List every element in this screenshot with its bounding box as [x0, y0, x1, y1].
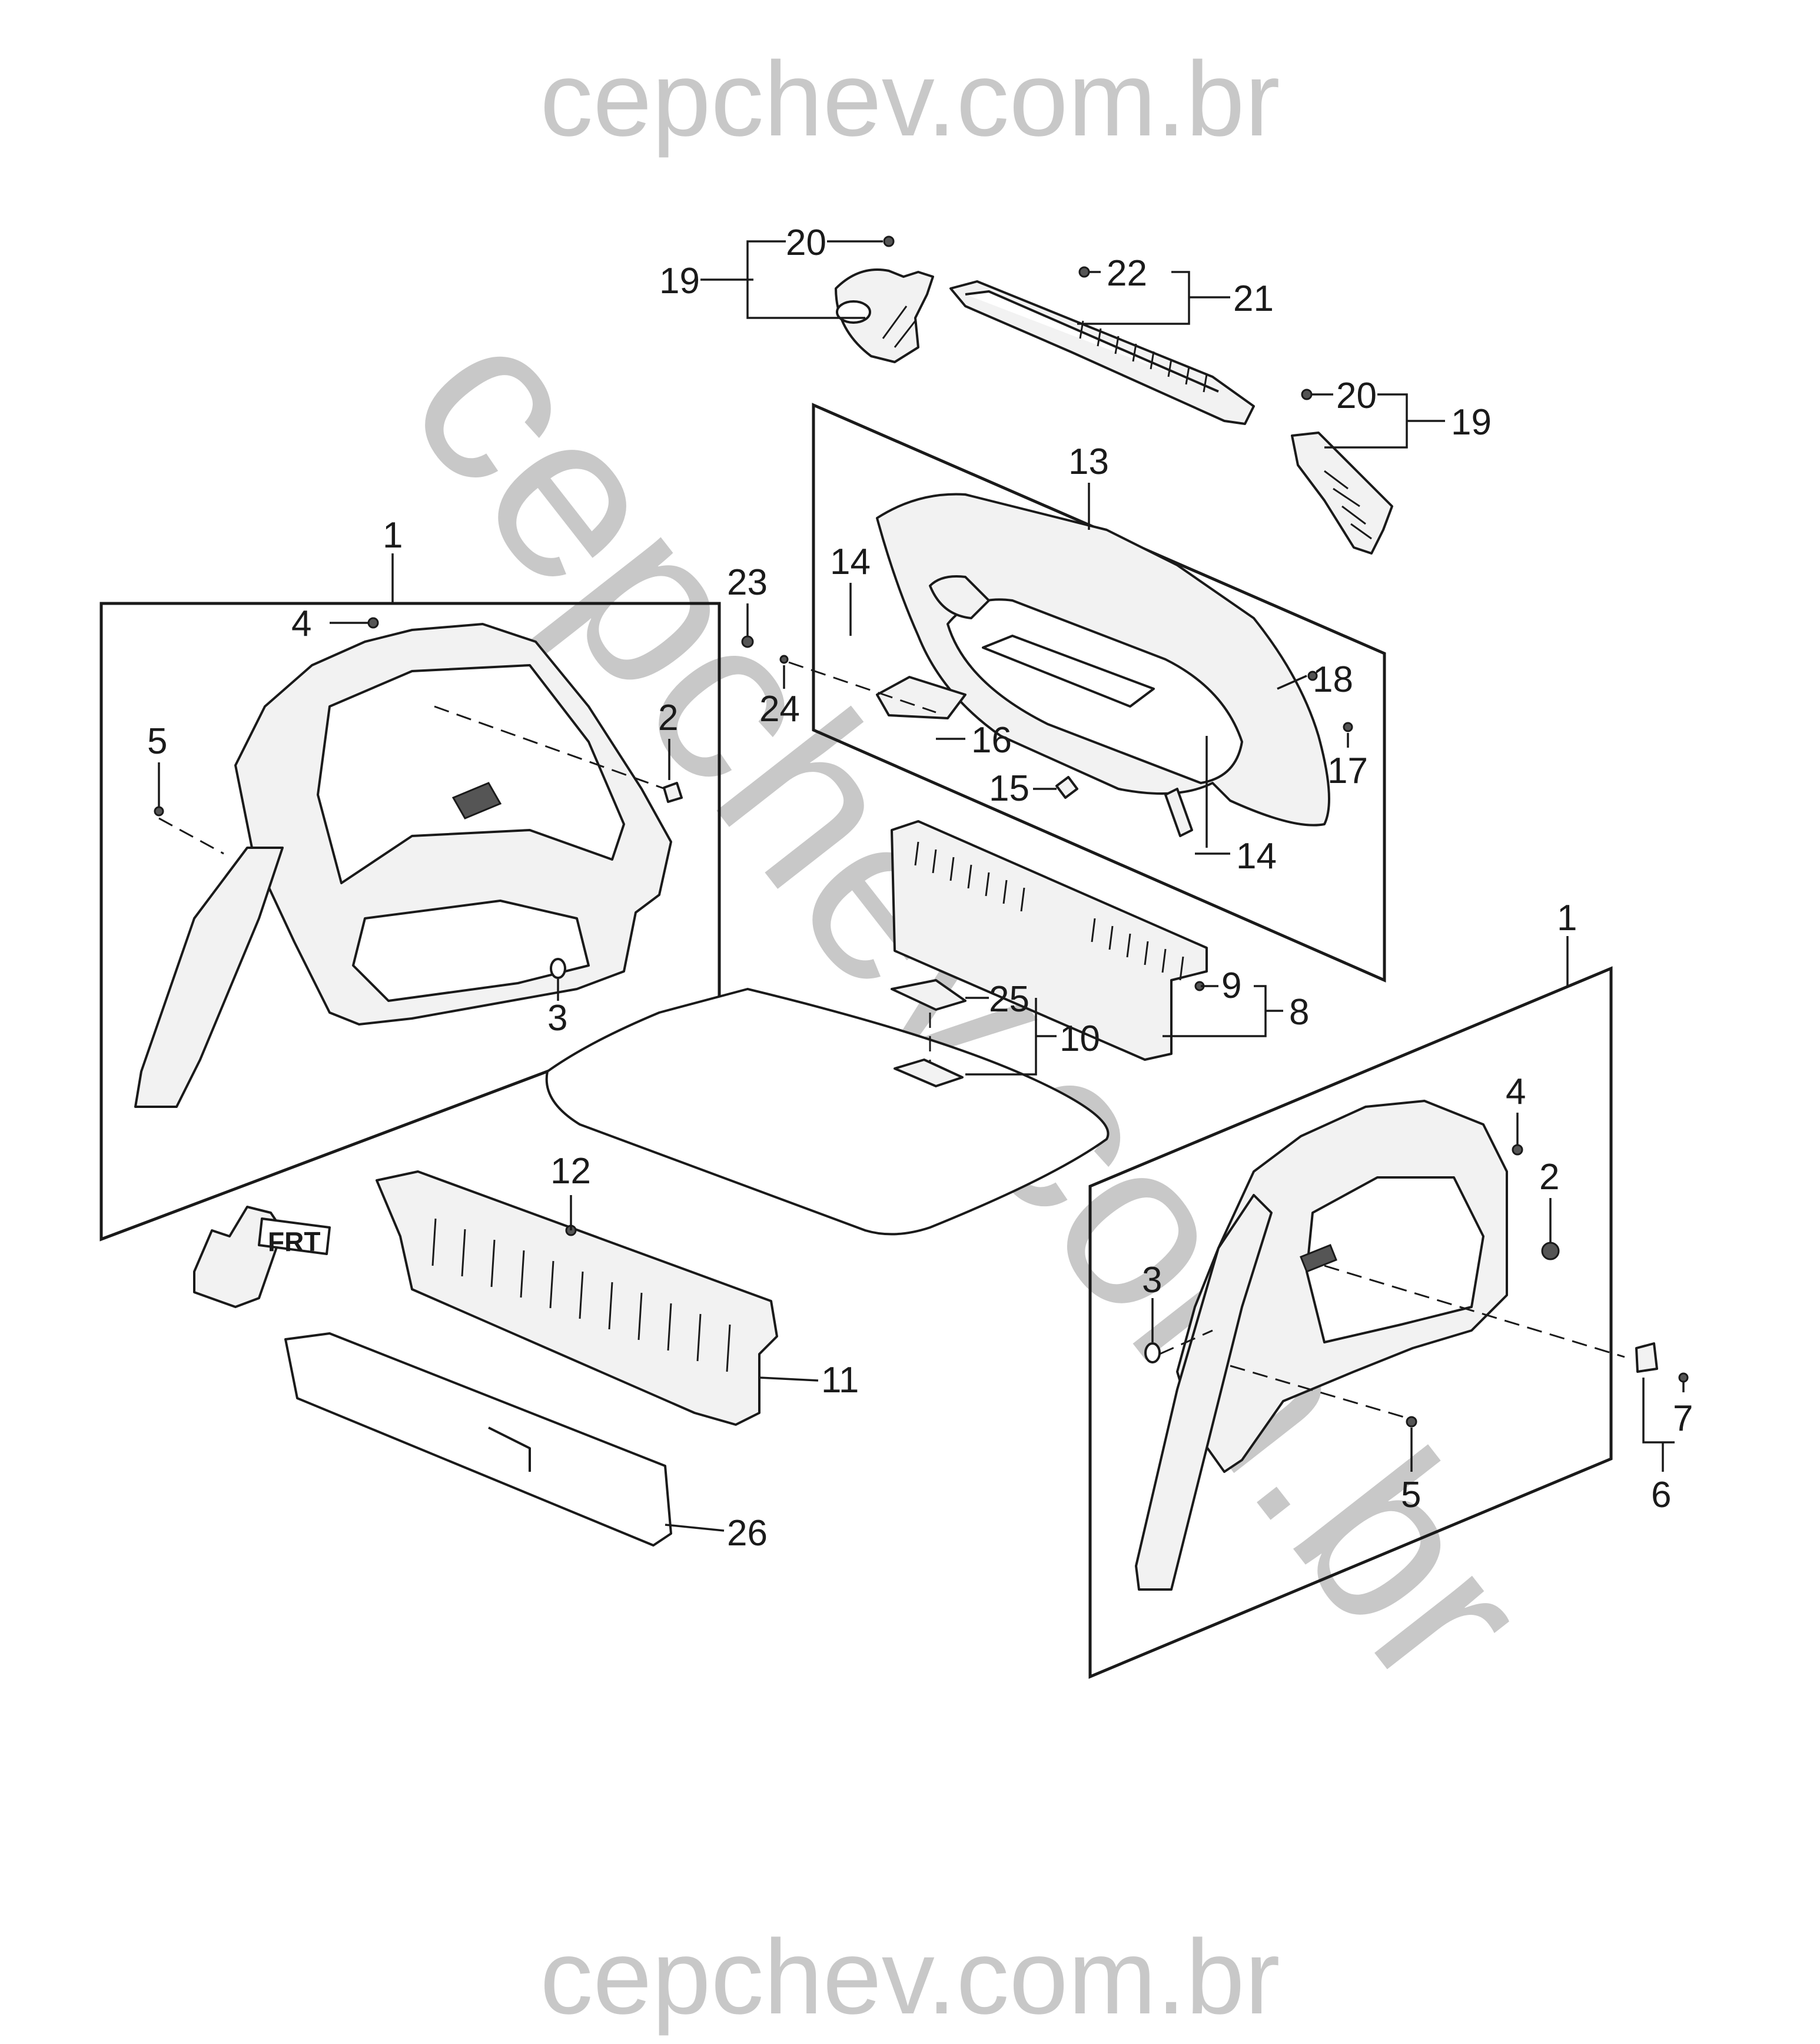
callout-8: 8 — [1289, 992, 1309, 1033]
callout-9: 9 — [1221, 965, 1241, 1006]
callout-18: 18 — [1313, 659, 1353, 700]
callout-20-left: 20 — [786, 223, 826, 263]
callout-12: 12 — [550, 1151, 591, 1192]
watermark-bottom: cepchev.com.br — [540, 1918, 1280, 2036]
front-direction-label: FRT — [268, 1226, 320, 1257]
callout-16: 16 — [971, 720, 1012, 761]
callout-26: 26 — [727, 1513, 768, 1554]
upper-corner-trim-left — [835, 268, 934, 363]
callout-6: 6 — [1651, 1475, 1671, 1515]
callout-20-right: 20 — [1336, 376, 1377, 416]
watermark-diagonal: cepchev.com.br — [360, 274, 1580, 1733]
rear-sill-upper-trim — [891, 820, 1208, 1061]
front-direction-arrow: FRT — [193, 1206, 331, 1308]
leader-lines — [158, 240, 1685, 1532]
callout-23: 23 — [727, 562, 768, 603]
callout-3-right: 3 — [1142, 1260, 1162, 1300]
callout-5-left: 5 — [147, 721, 167, 762]
liftgate-trim-panel — [876, 493, 1330, 837]
watermark-top: cepchev.com.br — [540, 40, 1280, 158]
callout-22: 22 — [1107, 253, 1147, 294]
callout-2-left: 2 — [658, 698, 678, 738]
callout-19-right: 19 — [1451, 402, 1492, 443]
callout-1-right: 1 — [1557, 898, 1577, 938]
callout-7: 7 — [1673, 1398, 1693, 1439]
callout-24: 24 — [759, 689, 800, 729]
callout-14-top: 14 — [830, 542, 871, 582]
callout-4-right: 4 — [1506, 1071, 1526, 1112]
callout-10: 10 — [1060, 1018, 1100, 1059]
callout-5-right: 5 — [1401, 1475, 1421, 1515]
callout-1-left: 1 — [383, 515, 403, 556]
quarter-trim-left — [134, 623, 672, 1108]
frame-liftgate-trim — [812, 403, 1386, 983]
callout-19-left: 19 — [659, 261, 700, 301]
callout-numbers: 1 1 2 2 3 3 4 4 5 5 6 7 8 9 10 11 12 13 … — [147, 223, 1693, 1554]
callout-4-left: 4 — [291, 603, 311, 644]
sill-reinforcement — [284, 1332, 672, 1547]
quarter-trim-right — [1135, 1100, 1508, 1591]
callout-14-bottom: 14 — [1236, 836, 1277, 877]
frame-right-quarter-trim — [1088, 966, 1613, 1679]
upper-corner-trim-right — [1291, 432, 1393, 555]
callout-13: 13 — [1068, 442, 1109, 482]
callout-17: 17 — [1327, 751, 1368, 791]
rear-header-trim — [949, 280, 1255, 425]
callout-2-right: 2 — [1539, 1157, 1559, 1197]
callout-25: 25 — [989, 979, 1029, 1020]
callout-15: 15 — [989, 768, 1029, 809]
callout-21: 21 — [1233, 278, 1274, 319]
load-floor-panel — [545, 979, 1110, 1236]
callout-11: 11 — [821, 1360, 859, 1401]
rear-sill-plate — [376, 1170, 778, 1426]
callout-3-left: 3 — [547, 998, 567, 1038]
